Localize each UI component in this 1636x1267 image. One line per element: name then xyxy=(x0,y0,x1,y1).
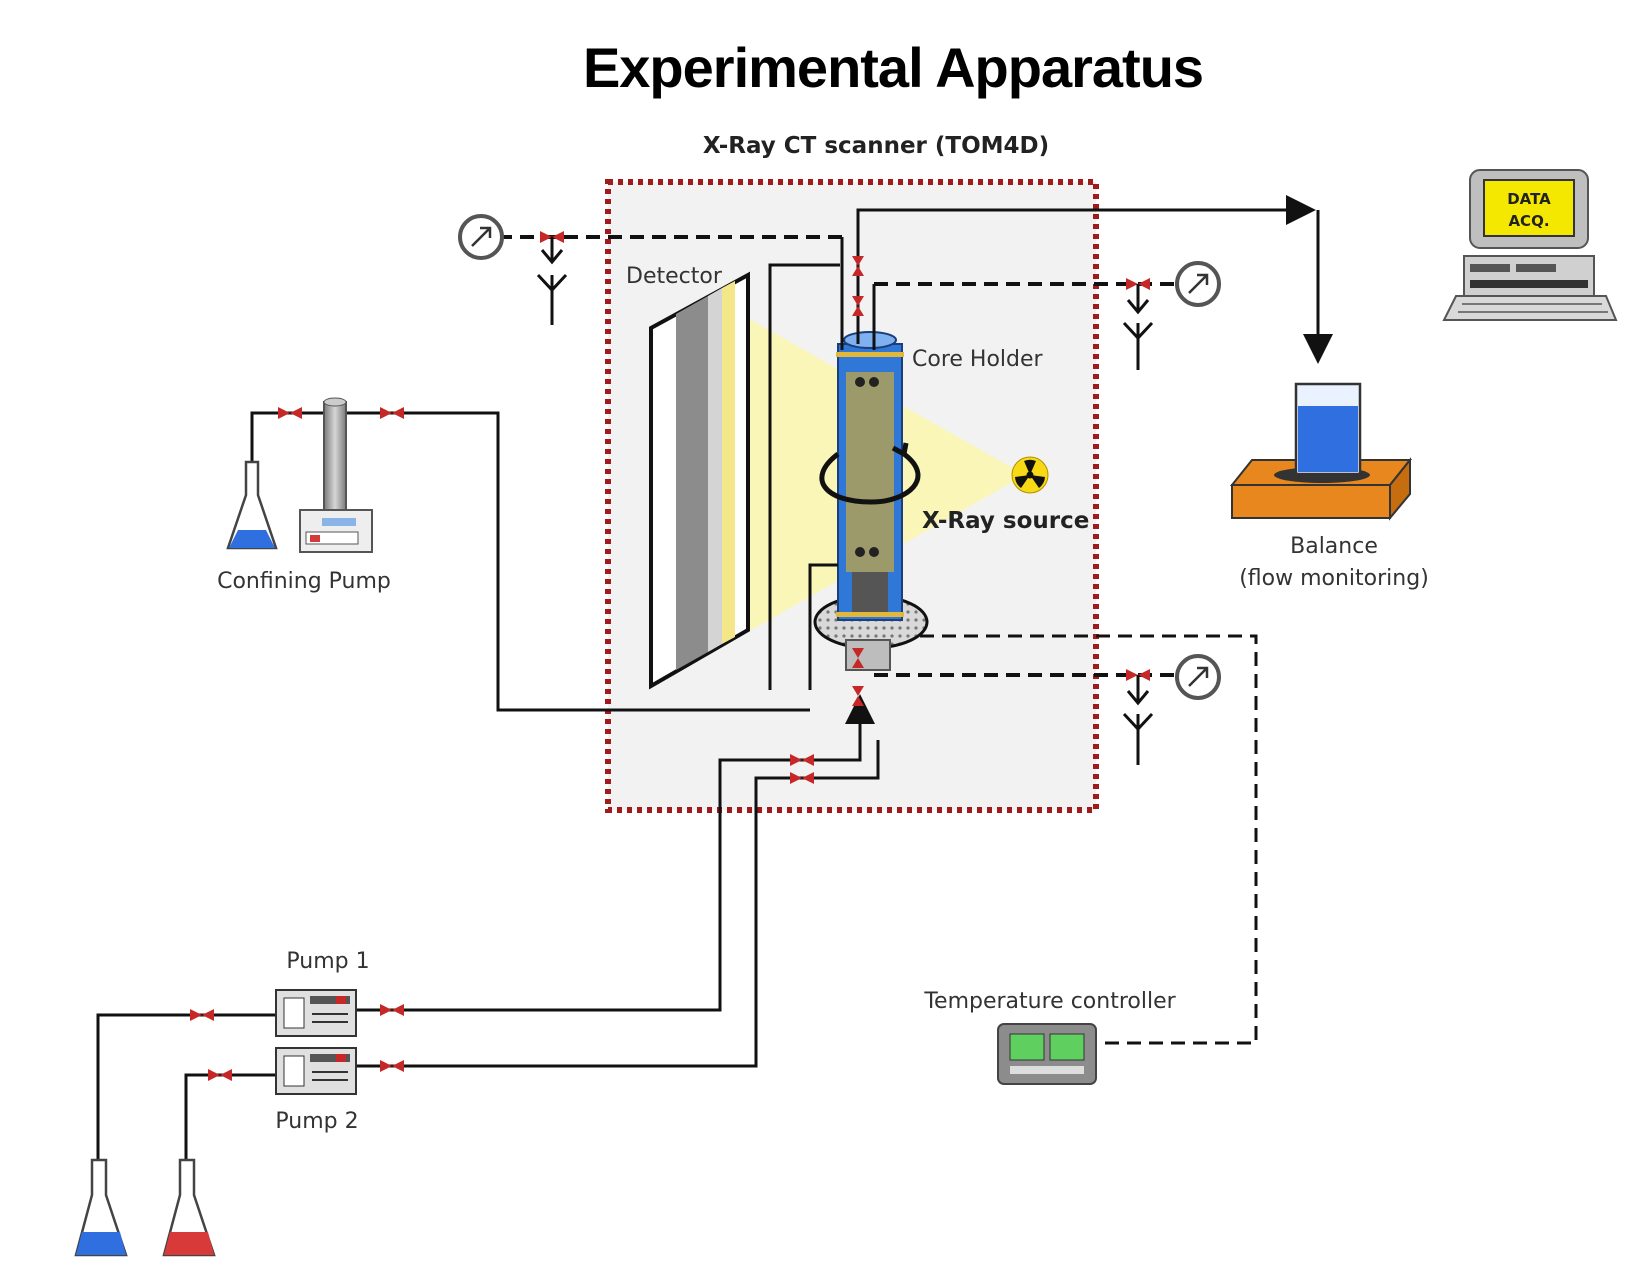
valve-icon xyxy=(790,754,814,766)
pump-2-lines xyxy=(312,1071,348,1081)
pump1-line xyxy=(356,712,862,1012)
keyboard-keys xyxy=(1458,303,1608,313)
core-top-ring xyxy=(836,352,904,357)
pump-2-label: Pump 2 xyxy=(275,1109,358,1134)
confining-flask-icon xyxy=(226,460,278,550)
blue-flask-icon xyxy=(74,1158,128,1257)
valve-icon xyxy=(208,1069,232,1081)
vent-tap-icon xyxy=(1122,675,1154,765)
detector-label: Detector xyxy=(626,264,723,289)
data-acquisition-computer: DATA ACQ. xyxy=(1442,169,1618,321)
core-bottom-plug xyxy=(852,572,888,612)
temp-buttons xyxy=(1010,1066,1084,1074)
temperature-line xyxy=(920,634,1258,1045)
detector-shade xyxy=(676,296,708,670)
core-sample xyxy=(846,372,894,572)
pump-2: Pump 2 xyxy=(275,1047,359,1134)
core-top-cap xyxy=(843,331,897,349)
valve-icon xyxy=(852,296,864,316)
balance: Balance (flow monitoring) xyxy=(1229,382,1429,591)
pump-1-panel xyxy=(283,997,305,1029)
confining-pump-label: Confining Pump xyxy=(217,569,391,594)
pump-1-label: Pump 1 xyxy=(286,949,369,974)
pump-indicator xyxy=(310,535,320,542)
monitor-screen xyxy=(1483,179,1575,237)
keyboard xyxy=(1442,295,1618,321)
data-acq-label: DATA xyxy=(1507,190,1551,208)
core-holder-label: Core Holder xyxy=(912,347,1044,372)
core-port xyxy=(855,547,865,557)
page-title: Experimental Apparatus xyxy=(583,36,1203,99)
drive-bay xyxy=(1470,264,1510,272)
rotation-arrow-head xyxy=(891,442,909,457)
pump-2-display xyxy=(310,1054,350,1062)
pump-cylinder xyxy=(323,401,347,513)
stage-base xyxy=(845,639,891,671)
core-holder: Core Holder xyxy=(836,331,1044,621)
balance-sublabel: (flow monitoring) xyxy=(1239,566,1429,591)
pump-1-display xyxy=(310,996,350,1004)
valve-icon xyxy=(380,1060,404,1072)
data-acq-sublabel: ACQ. xyxy=(1508,212,1549,230)
core-port xyxy=(869,377,879,387)
confining-pump xyxy=(299,397,373,553)
detector: Detector xyxy=(626,264,750,690)
valve-icon xyxy=(852,686,864,706)
valves xyxy=(190,231,1150,1081)
pump2-inlet-line xyxy=(184,1073,276,1160)
core-port xyxy=(855,377,865,387)
valve-icon xyxy=(380,1004,404,1016)
valve-icon xyxy=(380,407,404,419)
vent-tap-icon xyxy=(536,237,568,325)
detector-beam-strip xyxy=(722,281,735,644)
drive-bay xyxy=(1516,264,1556,272)
balance-front xyxy=(1231,484,1391,519)
core-bottom-ring xyxy=(836,612,904,617)
confining-return xyxy=(808,563,838,690)
pump-2-indicator xyxy=(336,1054,346,1062)
balance-label: Balance xyxy=(1290,534,1378,559)
temperature-controller-label: Temperature controller xyxy=(923,989,1176,1014)
valve-icon xyxy=(278,407,302,419)
valve-icon xyxy=(790,772,814,784)
pressure-gauge-icon xyxy=(1175,261,1221,307)
pump-1: Pump 1 xyxy=(275,949,370,1037)
temperature-controller: Temperature controller xyxy=(923,989,1177,1085)
valve-icon xyxy=(190,1009,214,1021)
pump-body xyxy=(299,509,373,553)
drive-bay xyxy=(1470,280,1588,288)
pump-display xyxy=(322,518,356,526)
temp-display-1 xyxy=(1009,1033,1045,1061)
pump-2-panel xyxy=(283,1055,305,1087)
rotation-arrow-icon xyxy=(819,452,921,505)
pump2-line xyxy=(356,740,880,1068)
confining-loop xyxy=(768,263,840,690)
core-port xyxy=(869,547,879,557)
pressure-gauge-icon xyxy=(458,214,504,260)
beaker-liquid xyxy=(1298,406,1358,472)
pressure-gauge-icon xyxy=(1175,654,1221,700)
valve-icon xyxy=(852,648,864,668)
radiation-icon xyxy=(1011,456,1049,494)
ct-scanner-label: X-Ray CT scanner (TOM4D) xyxy=(703,133,1049,159)
detector-shade-light xyxy=(708,288,722,652)
temp-display-2 xyxy=(1049,1033,1085,1061)
balance-side xyxy=(1389,457,1411,521)
computer-case xyxy=(1463,255,1595,297)
vent-tap-icon xyxy=(1122,284,1154,370)
pump-1-indicator xyxy=(336,996,346,1004)
pump-cylinder-top xyxy=(323,397,347,407)
piping xyxy=(96,195,1333,1160)
pump-1-lines xyxy=(312,1013,348,1023)
pump1-inlet-line xyxy=(96,1013,276,1160)
valve-icon xyxy=(852,256,864,276)
confining-line xyxy=(250,411,810,712)
red-flask-icon xyxy=(162,1158,216,1257)
xray-source-label: X-Ray source xyxy=(922,508,1089,534)
